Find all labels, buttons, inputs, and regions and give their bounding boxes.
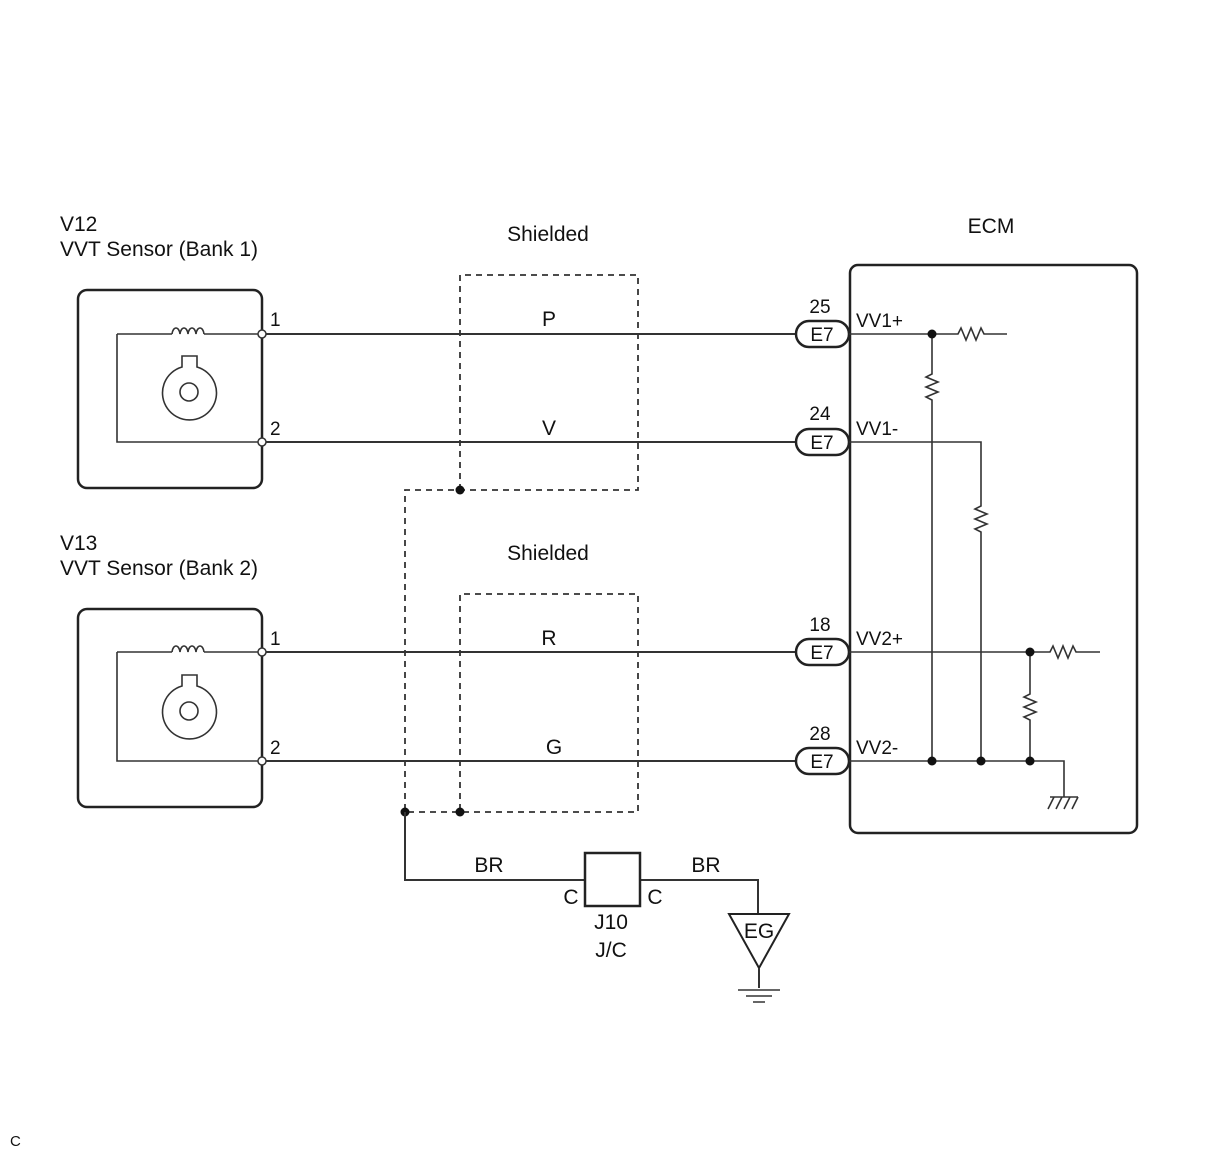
ground-point-triangle	[727, 913, 791, 971]
connector-pin: 24	[809, 404, 831, 425]
junction-connector-box	[583, 851, 642, 908]
rotor-icon	[161, 674, 218, 740]
rotor-icon	[161, 355, 218, 421]
connector-pin: 18	[809, 615, 830, 636]
connector-signal: VV1-	[856, 419, 898, 440]
connector-signal: VV2-	[856, 738, 898, 759]
connector-signal: VV2+	[856, 629, 903, 650]
sensor2-name: VVT Sensor (Bank 2)	[60, 557, 258, 580]
shield2-label: Shielded	[507, 542, 589, 565]
wire-color-4: G	[546, 736, 562, 759]
sensor2-code: V13	[60, 532, 97, 555]
sensor2-pin-top: 1	[270, 629, 281, 650]
sensor1-pin-top: 1	[270, 310, 281, 331]
ground-path	[404, 812, 791, 1003]
connector-code: E7	[810, 643, 833, 664]
sensor1-block	[76, 288, 267, 490]
connector-pin: 25	[809, 297, 830, 318]
chassis-ground-icon	[1047, 796, 1079, 810]
ground-wire-right: BR	[691, 854, 720, 877]
connector-code: E7	[810, 752, 833, 773]
connector-code: E7	[810, 433, 833, 454]
connector-24: E7 24 VV1-	[794, 404, 898, 457]
signal-wires	[266, 333, 795, 762]
ground-wire-left: BR	[474, 854, 503, 877]
ground-icon	[738, 989, 780, 1003]
connector-code: E7	[810, 325, 833, 346]
ecm-internal-circuit	[849, 325, 1100, 810]
jc-pin-right: C	[647, 886, 662, 909]
ecm-label: ECM	[968, 215, 1015, 238]
jc-code: J10	[594, 911, 628, 934]
sensor1-code: V12	[60, 213, 97, 236]
sensor2-pin-bottom: 2	[270, 738, 281, 759]
ecm-block	[848, 263, 1139, 835]
sensor2-block	[76, 607, 267, 809]
wire-color-1: P	[542, 308, 556, 331]
connector-signal: VV1+	[856, 311, 903, 332]
sensor1-name: VVT Sensor (Bank 1)	[60, 238, 258, 261]
connector-pin: 28	[809, 724, 830, 745]
jc-name: J/C	[595, 939, 627, 962]
corner-mark: C	[10, 1133, 21, 1150]
wire-color-2: V	[542, 417, 556, 440]
connector-18: E7 18 VV2+	[794, 615, 903, 667]
connector-28: E7 28 VV2-	[794, 724, 898, 776]
wire-color-3: R	[541, 627, 556, 650]
coil-icon	[171, 645, 205, 653]
jc-pin-left: C	[563, 886, 578, 909]
shield1-label: Shielded	[507, 223, 589, 246]
sensor1-pin-bottom: 2	[270, 419, 281, 440]
coil-icon	[171, 327, 205, 335]
ground-point-label: EG	[744, 920, 774, 943]
